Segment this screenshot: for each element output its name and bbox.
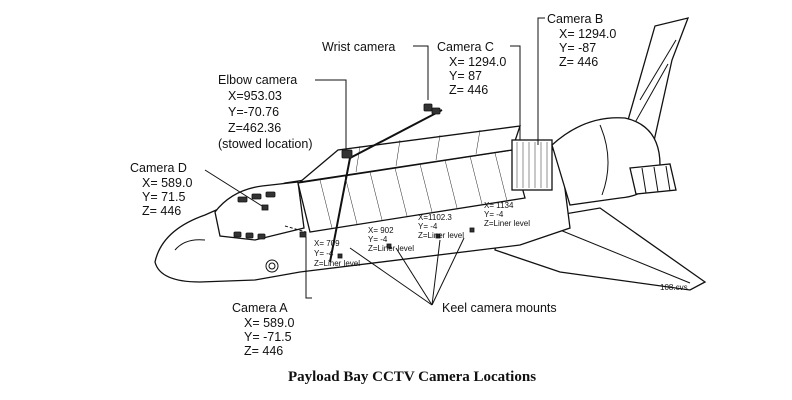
camera-b-name: Camera B: [547, 12, 603, 26]
camera-d-x: X= 589.0: [142, 176, 192, 190]
camera-c-label: Camera C X= 1294.0 Y= 87 Z= 446: [437, 40, 506, 97]
keel-mount-4-z: Z=Liner level: [484, 219, 530, 228]
camera-d-y: Y= 71.5: [142, 190, 185, 204]
leader-lines: [204, 17, 545, 306]
wrist-camera-label: Wrist camera: [322, 40, 395, 54]
keel-mount-3-z: Z=Liner level: [418, 231, 464, 240]
camera-c-z: Z= 446: [449, 83, 488, 97]
figure-code: 108.cvs: [660, 283, 688, 292]
camera-c-name: Camera C: [437, 40, 494, 54]
keel-mount-2-y: Y= -4: [368, 235, 388, 244]
keel-mount-1-label: X= 709 Y= -4 Z=Liner level: [314, 239, 360, 268]
camera-a-y: Y= -71.5: [244, 330, 292, 344]
camera-a-z: Z= 446: [244, 344, 283, 358]
keel-mount-4-label: X= 1134 Y= -4 Z=Liner level: [484, 201, 530, 228]
keel-mount-3-label: X=1102.3 Y= -4 Z=Liner level: [418, 213, 464, 240]
camera-d-z: Z= 446: [142, 204, 181, 218]
keel-mount-3-y: Y= -4: [418, 222, 438, 231]
camera-a-label: Camera A X= 589.0 Y= -71.5 Z= 446: [232, 301, 294, 358]
camera-a-x: X= 589.0: [244, 316, 294, 330]
elbow-camera-name: Elbow camera: [218, 73, 297, 87]
camera-d-name: Camera D: [130, 161, 187, 175]
wrist-camera-name: Wrist camera: [322, 40, 395, 54]
camera-b-z: Z= 446: [559, 55, 598, 69]
camera-d-label: Camera D X= 589.0 Y= 71.5 Z= 446: [130, 161, 192, 218]
camera-b-y: Y= -87: [559, 41, 596, 55]
keel-mount-2-x: X= 902: [368, 226, 394, 235]
keel-mount-1-y: Y= -4: [314, 249, 334, 258]
keel-camera-mounts-label: Keel camera mounts: [442, 301, 557, 315]
keel-mount-1-x: X= 709: [314, 239, 340, 248]
figure-caption: Payload Bay CCTV Camera Locations: [288, 369, 536, 385]
elbow-camera-label: Elbow camera X=953.03 Y=-70.76 Z=462.36 …: [218, 73, 313, 151]
camera-a-name: Camera A: [232, 301, 288, 315]
camera-b-x: X= 1294.0: [559, 27, 616, 41]
keel-mount-1-z: Z=Liner level: [314, 259, 360, 268]
keel-mount-4-y: Y= -4: [484, 210, 504, 219]
elbow-camera-y: Y=-70.76: [228, 105, 279, 119]
camera-c-y: Y= 87: [449, 69, 482, 83]
elbow-camera-z: Z=462.36: [228, 121, 281, 135]
camera-c-x: X= 1294.0: [449, 55, 506, 69]
elbow-camera-note: (stowed location): [218, 137, 313, 151]
keel-mount-2-z: Z=Liner level: [368, 244, 414, 253]
camera-b-label: Camera B X= 1294.0 Y= -87 Z= 446: [547, 12, 616, 69]
elbow-camera-x: X=953.03: [228, 89, 282, 103]
orbiter-drawing: [154, 17, 707, 291]
keel-mount-3-x: X=1102.3: [418, 213, 452, 222]
keel-mount-2-label: X= 902 Y= -4 Z=Liner level: [368, 226, 414, 253]
keel-mount-4-x: X= 1134: [484, 201, 514, 210]
